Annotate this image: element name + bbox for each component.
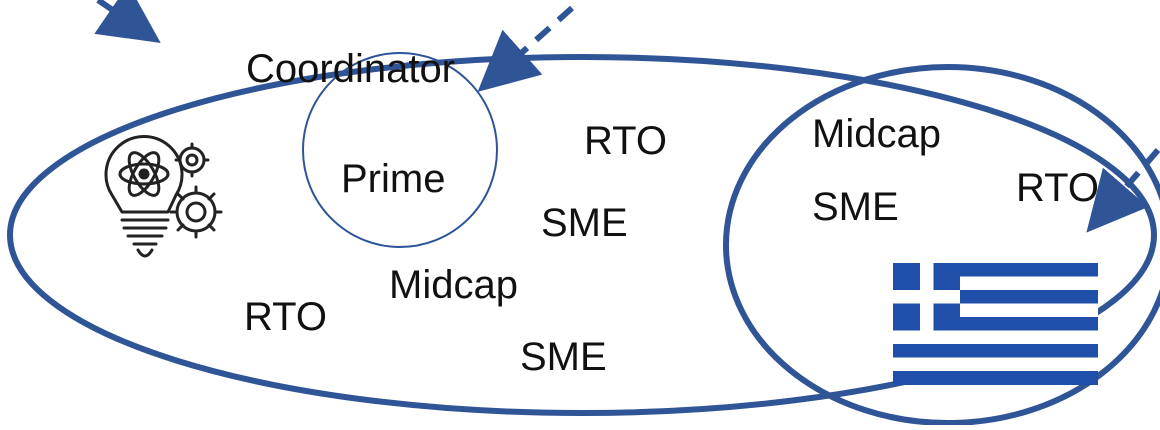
label-sme-bottom: SME <box>520 335 607 379</box>
label-sme-right: SME <box>812 185 899 229</box>
greece-flag <box>893 263 1098 385</box>
greece-ellipse <box>723 64 1160 426</box>
label-coordinator: Coordinator <box>246 47 455 91</box>
label-midcap-right: Midcap <box>812 112 941 156</box>
arrow-top-left <box>94 0 161 43</box>
label-sme-mid: SME <box>541 201 628 245</box>
lightbulb-atom-gears-icon <box>104 135 223 258</box>
prime-circle <box>302 52 498 248</box>
label-prime: Prime <box>341 157 445 201</box>
label-rto-right: RTO <box>1016 166 1099 210</box>
ellipse-gap <box>74 112 96 128</box>
label-midcap-left: Midcap <box>389 263 518 307</box>
arrow-to-rto-right <box>1086 148 1160 233</box>
label-rto-top: RTO <box>584 119 667 163</box>
arrow-to-coordinator <box>477 5 574 92</box>
label-rto-left: RTO <box>244 295 327 339</box>
consortium-ellipse <box>7 54 1157 416</box>
